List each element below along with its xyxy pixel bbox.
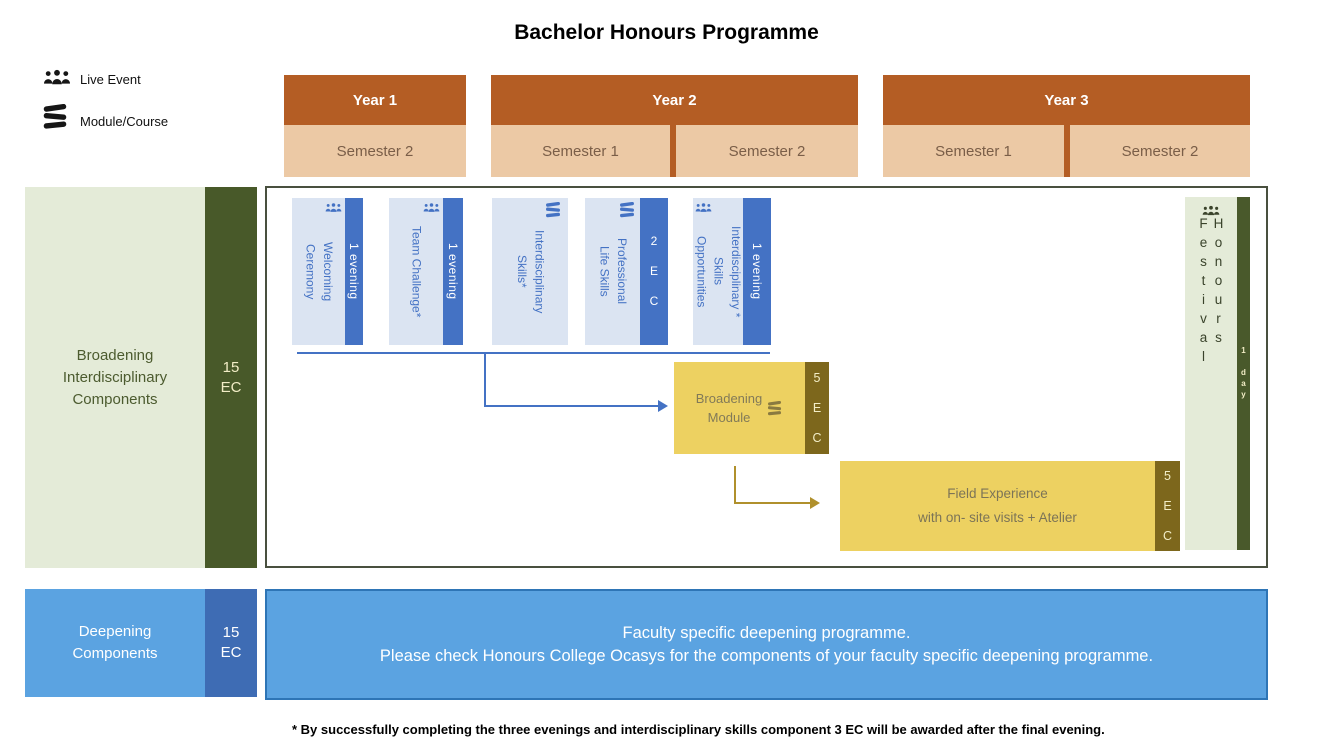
module-course-icon — [618, 202, 636, 218]
broadening-ec-value: 15 EC — [220, 358, 242, 396]
legend-module-course-label: Module/Course — [80, 114, 169, 129]
connector-gold-arrowhead — [810, 497, 820, 509]
broadening-module-label: Broadening Module — [695, 391, 763, 425]
live-event-icon — [695, 202, 712, 213]
connector-blue-horizontal — [484, 405, 658, 407]
broadening-components-label: Broadening Interdisciplinary Components — [62, 346, 168, 408]
course-welcoming-ceremony-duration: 1 evening — [345, 198, 363, 345]
course-interdisciplinary-skills: Interdisciplinary Skills* — [492, 198, 568, 345]
ec-badge: 5 E C — [1160, 468, 1175, 544]
ec-badge: 2 E C — [647, 234, 661, 309]
honours-festival-box: Honours Festival — [1185, 197, 1237, 550]
broadening-module-ec: 5 E C — [805, 362, 829, 454]
year3-semester-divider — [1064, 125, 1070, 177]
field-experience-ec: 5 E C — [1155, 461, 1180, 551]
live-event-icon — [1202, 205, 1220, 216]
broadening-ec-box: 15 EC — [205, 187, 257, 568]
connector-blue-arrowhead — [658, 400, 668, 412]
course-interdisciplinary-skills-opportunities: Interdisciplinary * Skills Opportunities — [693, 198, 743, 345]
course-professional-life-skills-ec: 2 E C — [640, 198, 668, 345]
course-name: Welcoming Ceremony — [303, 241, 335, 302]
year-3-header: Year 3 — [883, 75, 1250, 125]
live-event-icon — [43, 69, 71, 85]
duration-badge: 1 evening — [347, 243, 361, 300]
course-team-challenge: Team Challenge* — [389, 198, 443, 345]
connector-gold-vertical — [734, 466, 736, 504]
honours-festival-duration: 1 day — [1237, 197, 1250, 550]
year3-semester1-header: Semester 1 — [883, 125, 1064, 177]
deepening-ec-box: 15 EC — [205, 589, 257, 697]
footnote: * By successfully completing the three e… — [292, 722, 1105, 737]
course-welcoming-ceremony: Welcoming Ceremony — [292, 198, 345, 345]
legend-live-event-label: Live Event — [80, 72, 141, 87]
deepening-components-label: Deepening Components — [72, 623, 158, 662]
course-name: Team Challenge* — [409, 225, 424, 318]
duration-badge: 1 evening — [750, 243, 764, 300]
broadening-module-box: Broadening Module — [674, 362, 805, 454]
deepening-description-line2: Please check Honours College Ocasys for … — [379, 646, 1154, 665]
course-name: Interdisciplinary Skills* — [515, 229, 547, 314]
ec-badge: 5 E C — [810, 370, 824, 446]
honours-festival-label: Honours Festival — [1196, 216, 1226, 368]
deepening-components-label-box: Deepening Components — [25, 589, 205, 697]
live-event-icon — [423, 202, 440, 213]
course-team-challenge-duration: 1 evening — [443, 198, 463, 345]
live-event-icon — [325, 202, 342, 213]
field-experience-title: Field Experience — [947, 486, 1048, 501]
year2-semester2-header: Semester 2 — [676, 125, 858, 177]
year-2-header: Year 2 — [491, 75, 858, 125]
field-experience-subtitle: with on- site visits + Atelier — [918, 510, 1077, 525]
year1-semester2-header: Semester 2 — [284, 125, 466, 177]
duration-badge: 1 day — [1239, 346, 1248, 401]
courses-underline — [297, 352, 770, 354]
broadening-components-label-box: Broadening Interdisciplinary Components — [25, 187, 205, 568]
deepening-description-box: Faculty specific deepening programme. Pl… — [265, 589, 1268, 700]
course-professional-life-skills: Professional Life Skills — [585, 198, 640, 345]
module-course-icon — [41, 104, 69, 130]
year2-semester1-header: Semester 1 — [491, 125, 670, 177]
year-1-header: Year 1 — [284, 75, 466, 125]
field-experience-box: Field Experience with on- site visits + … — [840, 461, 1155, 551]
year3-semester2-header: Semester 2 — [1070, 125, 1250, 177]
course-name: Interdisciplinary * Skills Opportunities — [694, 225, 744, 318]
course-interdisciplinary-skills-opportunities-duration: 1 evening — [743, 198, 771, 345]
deepening-ec-value: 15 EC — [220, 624, 242, 661]
page-title: Bachelor Honours Programme — [514, 21, 819, 44]
course-name: Professional Life Skills — [597, 238, 629, 305]
connector-blue-vertical — [484, 354, 486, 407]
module-course-icon — [766, 400, 783, 416]
connector-gold-horizontal — [734, 502, 812, 504]
module-course-icon — [544, 202, 562, 218]
duration-badge: 1 evening — [446, 243, 460, 300]
year2-semester-divider — [670, 125, 676, 177]
deepening-description-line1: Faculty specific deepening programme. — [622, 623, 911, 642]
